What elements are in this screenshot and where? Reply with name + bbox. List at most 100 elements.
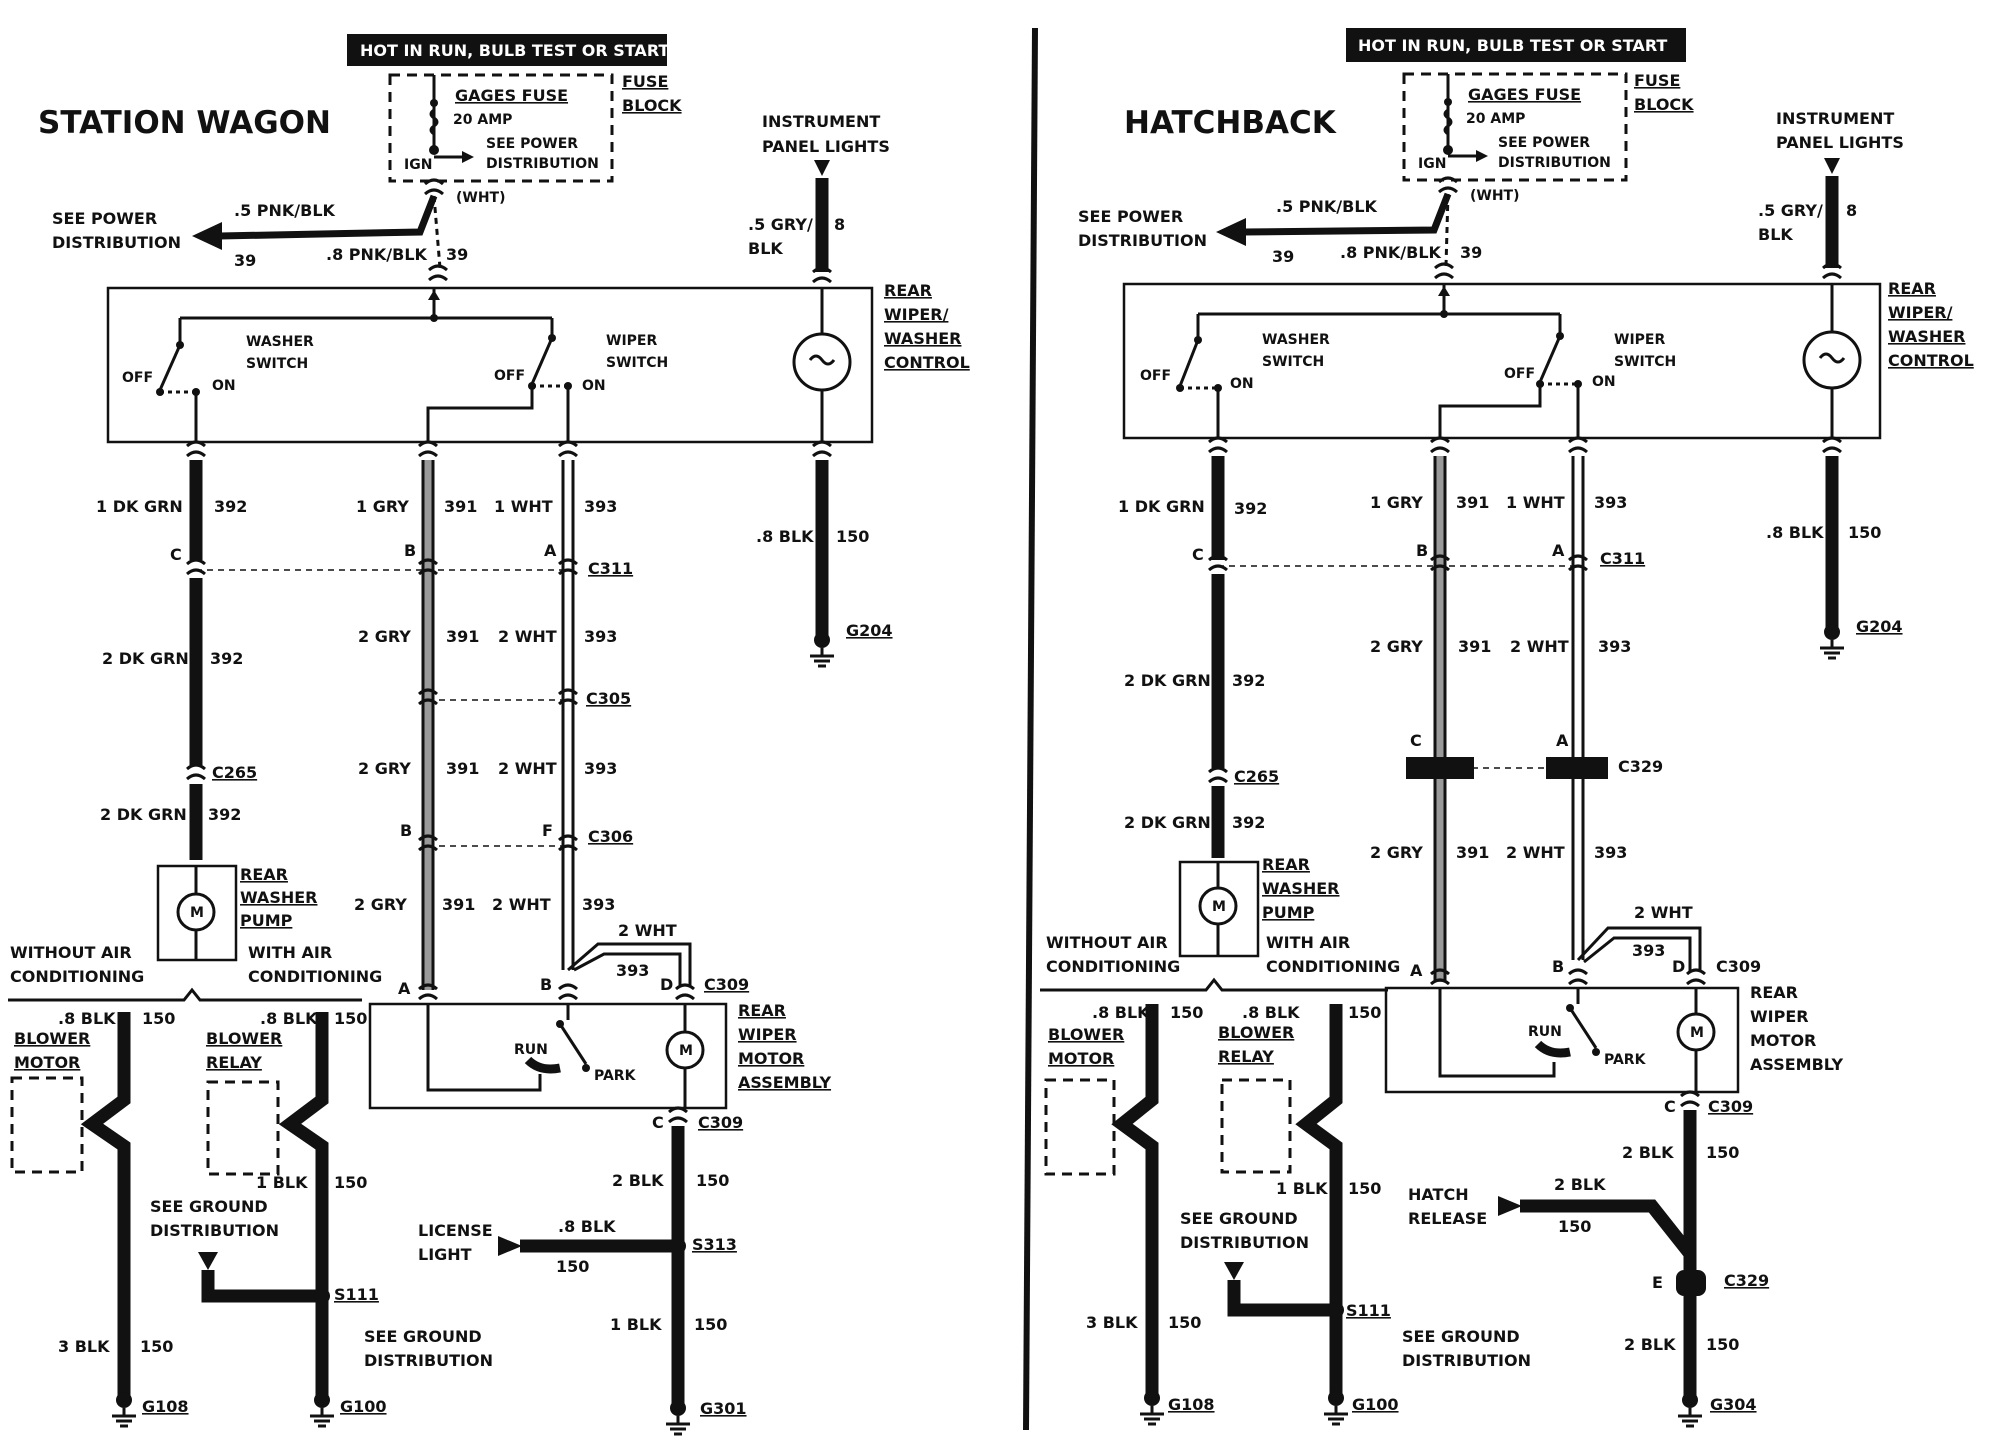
c391-label4: 391: [442, 895, 475, 914]
c150-label1: 150: [1848, 523, 1881, 542]
fuse-name: GAGES FUSE: [455, 86, 568, 105]
wiper-off: OFF: [494, 368, 525, 384]
fuse-icon: [1443, 108, 1453, 136]
pnk8-label: .8 PNK/BLK: [1340, 243, 1442, 262]
woac-label2: CONDITIONING: [1046, 957, 1180, 976]
page-divider: [1023, 27, 1038, 1431]
c392-label1: 392: [214, 497, 247, 516]
c392-label2: 392: [1232, 671, 1265, 690]
wht-jumper: [567, 942, 692, 986]
motor-internal-a: [426, 1004, 542, 1092]
pump-label2: WASHER: [240, 888, 317, 907]
see-ground-b-label2: DISTRIBUTION: [1402, 1351, 1531, 1370]
c392-label3: 392: [1232, 813, 1265, 832]
c393-label1: 393: [1594, 493, 1627, 512]
blower-motor-wire: [1111, 1004, 1159, 1396]
washer-on: ON: [212, 378, 236, 394]
see-ground-b-label1: SEE GROUND: [1402, 1327, 1520, 1346]
pin-d-c309: D: [1672, 957, 1685, 976]
fuse-see1: SEE POWER: [486, 136, 578, 152]
wiper-switch-label1: WIPER: [1614, 332, 1665, 348]
circuit-8: 8: [834, 215, 845, 234]
blower-motor-box: [1044, 1078, 1116, 1176]
blower-relay-box: [206, 1080, 280, 1176]
control-label2: WIPER/: [1888, 303, 1953, 322]
c391-label2: 391: [446, 627, 479, 646]
g108-label: G108: [142, 1397, 189, 1416]
run-label: RUN: [1528, 1024, 1562, 1040]
c150-bm-label: 150: [1170, 1003, 1203, 1022]
c393-label4: 393: [582, 895, 615, 914]
c393-label2: 393: [584, 627, 617, 646]
blower-motor-wire: [80, 1012, 131, 1396]
w1blk-br-label: 1 BLK: [1276, 1179, 1328, 1198]
motor-label2: WIPER: [1750, 1007, 1809, 1026]
g100-label: G100: [1352, 1395, 1399, 1414]
w8blk-label: .8 BLK: [1766, 523, 1824, 542]
see-power-label1: SEE POWER: [52, 209, 157, 228]
blower-relay-label1: BLOWER: [206, 1029, 282, 1048]
w2gry-label2: 2 GRY: [358, 759, 411, 778]
w8blk-lic-label: .8 BLK: [558, 1217, 616, 1236]
pnk8-label: .8 PNK/BLK: [326, 245, 428, 264]
ipl-label1: INSTRUMENT: [762, 112, 880, 131]
washer-switch-label1: WASHER: [1262, 332, 1330, 348]
pump-label1: REAR: [240, 865, 288, 884]
c393-label1: 393: [584, 497, 617, 516]
blower-motor-label2: MOTOR: [14, 1053, 80, 1072]
motor-m: M: [679, 1043, 693, 1059]
blower-relay-wire: [278, 1012, 329, 1396]
fuse-amp: 20 AMP: [453, 112, 512, 128]
see-power-label2: DISTRIBUTION: [1078, 231, 1207, 250]
ipl-label2: PANEL LIGHTS: [762, 137, 890, 156]
w2dkgrn-label2: 2 DK GRN: [100, 805, 187, 824]
motor-m: M: [1690, 1025, 1704, 1041]
pin-b-c311: B: [404, 541, 416, 560]
pin-c-motor: C: [652, 1113, 664, 1132]
w2dkgrn-label2: 2 DK GRN: [1124, 813, 1211, 832]
license-arrow: [498, 1236, 522, 1256]
circuit-39a: 39: [1272, 247, 1294, 266]
motor-label3: MOTOR: [1750, 1031, 1816, 1050]
control-label3: WASHER: [1888, 327, 1965, 346]
c391-label1: 391: [1456, 493, 1489, 512]
ac-brace: [8, 987, 362, 1002]
see-ground-label1: SEE GROUND: [1180, 1209, 1298, 1228]
wiper-switch-label1: WIPER: [606, 333, 657, 349]
w2gry-label3: 2 GRY: [354, 895, 407, 914]
w8blk-bm-label: .8 BLK: [58, 1009, 116, 1028]
c391-label3: 391: [446, 759, 479, 778]
c329-label-bot: C329: [1724, 1271, 1769, 1290]
g204-label: G204: [1856, 617, 1903, 636]
c150-motor-label2: 150: [694, 1315, 727, 1334]
w1blk-motor-label: 1 BLK: [610, 1315, 662, 1334]
fuse-see1: SEE POWER: [1498, 135, 1590, 151]
hatchback-diagram: HATCHBACK HOT IN RUN, BULB TEST OR START…: [1040, 28, 1974, 1428]
c393-jumper-label: 393: [616, 961, 649, 980]
motor-label3: MOTOR: [738, 1049, 804, 1068]
motor-label4: ASSEMBLY: [1750, 1055, 1843, 1074]
pump-m: M: [190, 905, 204, 921]
ipl-label2: PANEL LIGHTS: [1776, 133, 1904, 152]
w1gry-label: 1 GRY: [356, 497, 409, 516]
g204-label: G204: [846, 621, 893, 640]
control-label4: CONTROL: [884, 353, 970, 372]
blower-motor-box: [10, 1076, 84, 1174]
s111-label: S111: [1346, 1301, 1391, 1320]
c150-motor-label2: 150: [1706, 1335, 1739, 1354]
wht-label: (WHT): [456, 190, 506, 206]
pin-a-c309: A: [1410, 961, 1423, 980]
c150-bm-label2: 150: [1168, 1313, 1201, 1332]
hot-header-box: [1346, 28, 1686, 62]
g301-label: G301: [700, 1399, 747, 1418]
c329-block-a: [1546, 757, 1608, 779]
w1gry-label: 1 GRY: [1370, 493, 1423, 512]
pump-label2: WASHER: [1262, 879, 1339, 898]
washer-switch-label2: SWITCH: [1262, 354, 1324, 370]
ipl-label1: INSTRUMENT: [1776, 109, 1894, 128]
w1wht-label: 1 WHT: [494, 497, 553, 516]
c391-label1: 391: [444, 497, 477, 516]
pin-b-c309: B: [540, 975, 552, 994]
run-label: RUN: [514, 1042, 548, 1058]
